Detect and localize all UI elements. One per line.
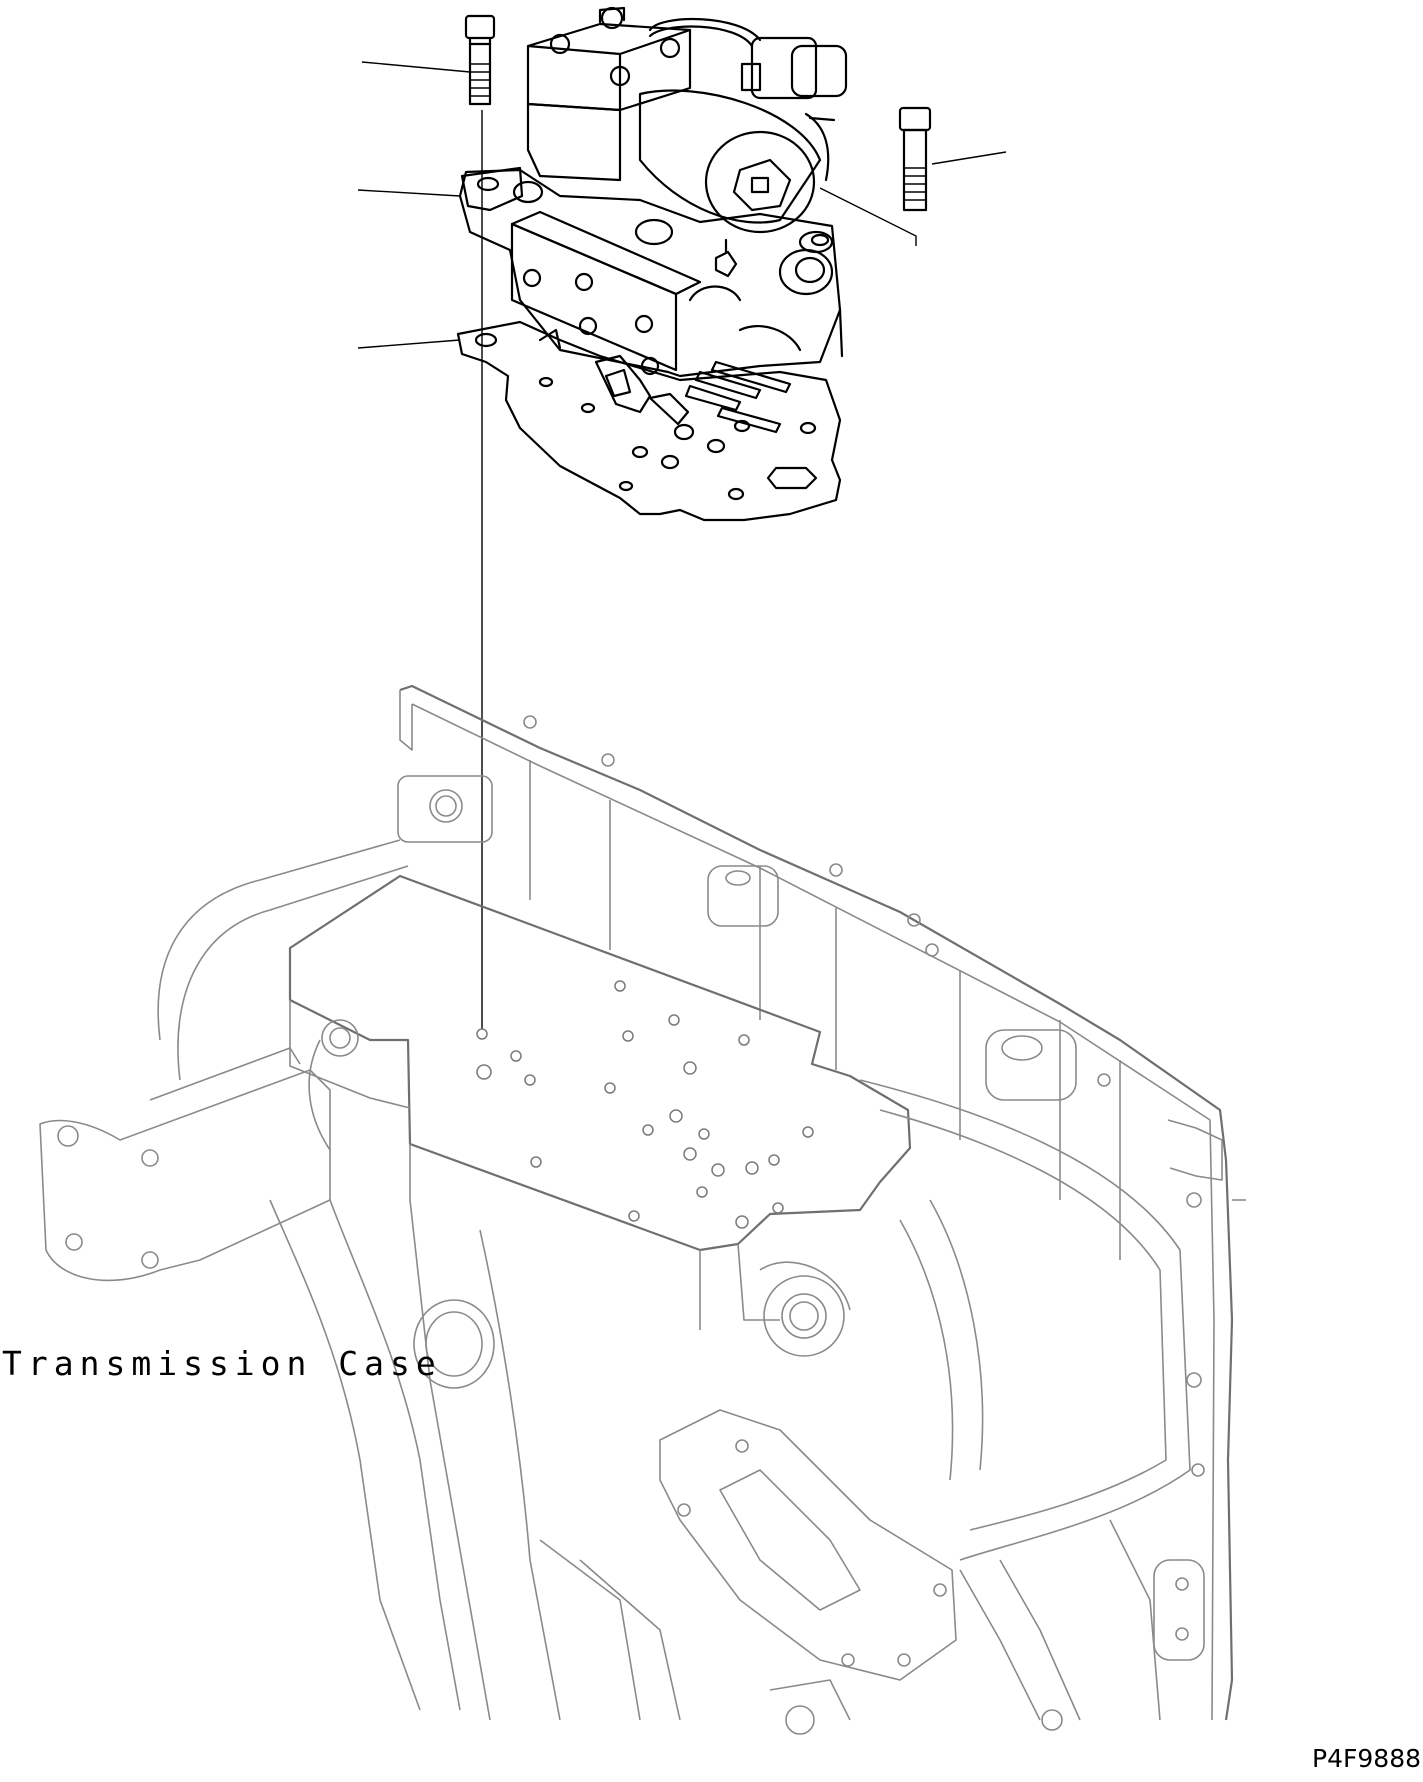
bolt-icon	[464, 14, 496, 106]
gasket-icon	[456, 320, 842, 522]
drawing-number-label: P4F9888	[1312, 1744, 1421, 1773]
leader-lines	[357, 61, 1007, 1034]
bolt-icon	[898, 106, 932, 212]
housing-icon	[39, 684, 1246, 1735]
transmission-case-label: Transmission Case	[2, 1344, 442, 1383]
valve-icon	[458, 6, 848, 378]
